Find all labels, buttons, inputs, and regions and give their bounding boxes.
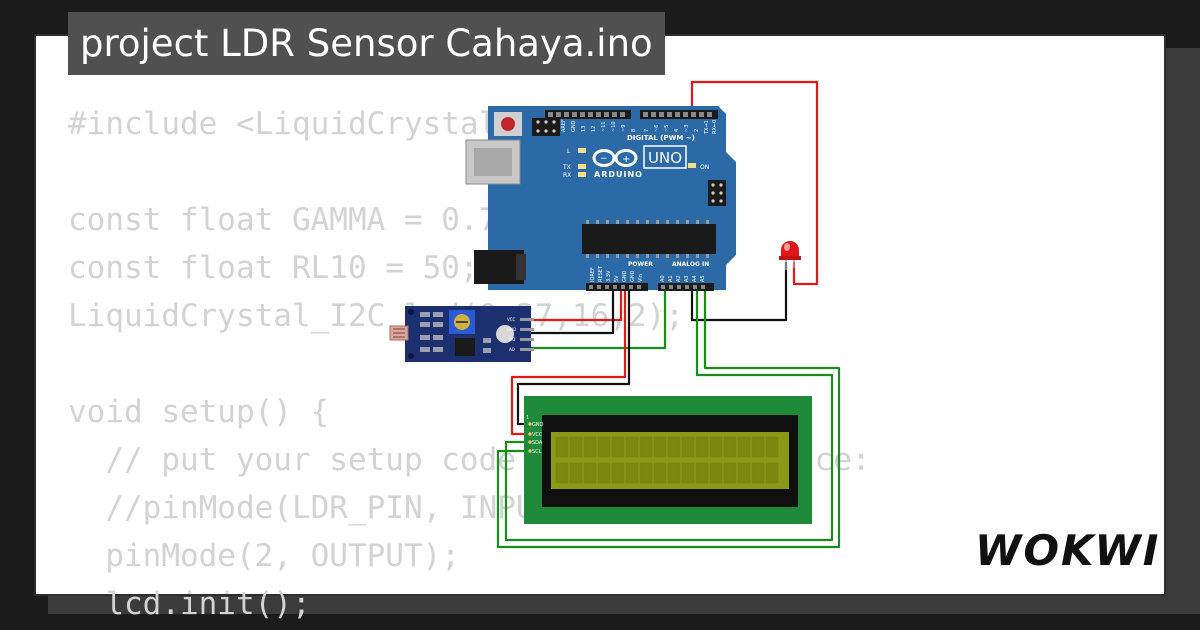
ldr-pin-label: GND bbox=[507, 327, 516, 332]
svg-text:1: 1 bbox=[526, 415, 529, 421]
lcd-pin-label: SCL bbox=[532, 449, 542, 455]
ldr-sensor-module[interactable]: VCC GND DO AO bbox=[389, 306, 534, 362]
wire-led-cathode bbox=[690, 262, 788, 322]
wires bbox=[496, 80, 841, 549]
svg-text:4: 4 bbox=[674, 129, 680, 132]
wire-lcd-gnd bbox=[516, 287, 631, 426]
svg-text:~10: ~10 bbox=[611, 121, 617, 132]
svg-text:GND: GND bbox=[571, 120, 577, 132]
svg-text:7: 7 bbox=[644, 129, 650, 132]
svg-text:13: 13 bbox=[581, 126, 587, 132]
wokwi-logo: WOKWI bbox=[975, 526, 1161, 575]
wire-ldr-ao bbox=[530, 287, 667, 350]
ldr-pin-label: AO bbox=[509, 347, 515, 352]
wire-ldr-vcc bbox=[530, 287, 623, 322]
svg-text:~5: ~5 bbox=[664, 125, 670, 132]
digital-label: DIGITAL (PWM ~) bbox=[627, 134, 695, 142]
code-line: lcd.init(); bbox=[68, 586, 311, 622]
code-line: const float RL10 = 50; bbox=[68, 250, 479, 286]
svg-text:RX←0: RX←0 bbox=[712, 120, 718, 134]
analog-label: ANALOG IN bbox=[672, 261, 709, 268]
wire-ldr-gnd bbox=[530, 287, 615, 335]
svg-text:A1: A1 bbox=[668, 275, 674, 282]
red-led[interactable] bbox=[779, 241, 801, 270]
lcd-pin-label: SDA bbox=[532, 440, 543, 446]
lcd-pin-label: VCC bbox=[532, 432, 543, 438]
wire-lcd-scl bbox=[496, 287, 841, 549]
svg-text:AREF: AREF bbox=[561, 119, 567, 132]
arduino-logo-icon bbox=[592, 149, 638, 167]
svg-text:TX→1: TX→1 bbox=[704, 120, 710, 135]
power-jack bbox=[474, 250, 524, 284]
on-label: ON bbox=[700, 164, 709, 171]
reset-button[interactable] bbox=[501, 117, 515, 131]
project-title: project LDR Sensor Cahaya.ino bbox=[68, 12, 665, 75]
svg-text:IOREF: IOREF bbox=[590, 267, 596, 282]
svg-text:~6: ~6 bbox=[654, 125, 660, 132]
code-line: void setup() { bbox=[68, 394, 330, 430]
svg-text:+: + bbox=[622, 154, 630, 165]
svg-text:~9: ~9 bbox=[621, 125, 627, 132]
svg-text:A2: A2 bbox=[676, 275, 682, 282]
wire-lcd-vcc bbox=[510, 287, 627, 436]
wire-led-anode bbox=[690, 80, 819, 286]
svg-text:5V: 5V bbox=[614, 275, 620, 282]
svg-text:2: 2 bbox=[694, 129, 700, 132]
svg-text:GND: GND bbox=[622, 270, 628, 282]
power-label: POWER bbox=[628, 261, 653, 268]
lcd-16x2-display[interactable]: 1 GND VCC SDA SCL bbox=[524, 396, 812, 524]
mcu-chip bbox=[582, 224, 716, 254]
svg-text:RESET: RESET bbox=[598, 265, 604, 282]
svg-text:A4: A4 bbox=[692, 275, 698, 282]
svg-text:Vin: Vin bbox=[638, 274, 644, 282]
svg-text:A5: A5 bbox=[700, 275, 706, 282]
rx-label: RX bbox=[563, 172, 571, 179]
svg-text:A0: A0 bbox=[660, 275, 666, 282]
svg-text:GND: GND bbox=[630, 270, 636, 282]
svg-text:~3: ~3 bbox=[684, 125, 690, 132]
ldr-pin-label: DO bbox=[509, 337, 515, 342]
board-brand: ARDUINO bbox=[594, 170, 643, 179]
svg-text:8: 8 bbox=[631, 129, 637, 132]
code-line: pinMode(2, OUTPUT); bbox=[68, 538, 460, 574]
svg-text:3.3V: 3.3V bbox=[606, 270, 612, 282]
svg-text:−: − bbox=[600, 154, 608, 164]
arduino-uno-board[interactable]: AREF GND 13 12 ~11 ~10 ~9 8 7 ~6 ~5 4 ~3… bbox=[465, 106, 736, 291]
ldr-pin-label: VCC bbox=[507, 317, 516, 322]
board-model: UNO bbox=[648, 149, 682, 167]
svg-text:~11: ~11 bbox=[601, 121, 607, 132]
tx-label: TX bbox=[562, 164, 571, 171]
code-line: //pinMode(LDR_PIN, INPUT); bbox=[68, 490, 591, 526]
lcd-pin-label: GND bbox=[532, 422, 544, 428]
l-led-label: L bbox=[567, 148, 571, 155]
wire-lcd-sda bbox=[504, 287, 834, 542]
svg-text:A3: A3 bbox=[684, 275, 690, 282]
svg-text:12: 12 bbox=[591, 126, 597, 132]
